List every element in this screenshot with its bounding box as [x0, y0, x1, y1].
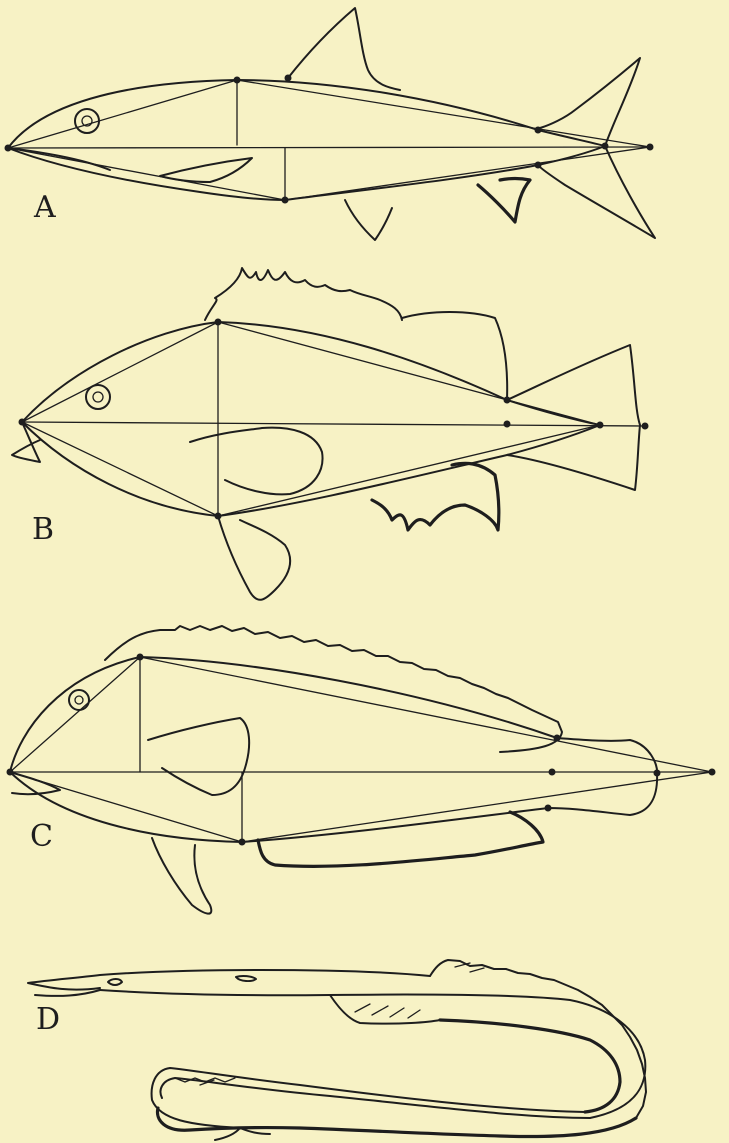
fish-d-dorsal-fin — [430, 960, 646, 1118]
fish-c — [7, 626, 716, 914]
fish-b-soft-dorsal-fin — [402, 312, 507, 400]
fish-b-pectoral-fin — [190, 428, 323, 495]
fish-b-pelvic-fin — [218, 516, 290, 600]
fish-a — [5, 8, 656, 240]
fish-a-pectoral-fin — [160, 158, 252, 182]
fish-d-lower-band — [152, 1068, 585, 1128]
fish-c-landmark — [137, 654, 144, 661]
fish-a-dorsal-fin — [288, 8, 400, 90]
fish-c-landmark — [239, 839, 246, 846]
fish-d-pectoral-fin — [330, 995, 440, 1024]
fish-a-landmark — [285, 75, 292, 82]
fish-d — [28, 960, 646, 1140]
fish-a-tail — [538, 58, 655, 238]
fish-a-landmark — [282, 197, 289, 204]
panel-label-a: A — [34, 193, 56, 223]
fish-b-pupil — [93, 392, 103, 402]
fish-a-eye — [75, 109, 99, 133]
fish-c-anal-fin — [258, 812, 543, 866]
fish-c-landmark — [545, 805, 552, 812]
fish-a-body-outline — [8, 80, 605, 200]
fish-a-landmark — [234, 77, 241, 84]
fish-a-landmark — [535, 162, 542, 169]
fish-c-pelvic-fin — [152, 838, 211, 914]
fish-b-eye — [86, 385, 110, 409]
fish-a-axis-line — [8, 147, 650, 148]
fish-c-eye — [69, 690, 89, 710]
fish-c-landmark — [709, 769, 716, 776]
fish-c-diag-lower-2 — [242, 772, 712, 842]
fish-c-landmark — [554, 735, 561, 742]
fish-c-landmark — [654, 770, 661, 777]
panel-label-d: D — [36, 1005, 60, 1035]
fish-b-anal-fin — [372, 463, 499, 530]
fish-b-spiny-dorsal-fin — [205, 268, 402, 320]
fish-a-diag-lower-2 — [285, 147, 650, 200]
panel-label-b: B — [32, 515, 54, 545]
fish-a-diag-upper-2 — [237, 80, 650, 147]
fish-b-landmark — [215, 319, 222, 326]
fish-d-gill-mark — [236, 976, 256, 981]
fish-c-landmark — [549, 769, 556, 776]
panel-label-c: C — [30, 822, 53, 852]
fish-c-pupil — [75, 696, 83, 704]
fish-b-landmark — [19, 419, 26, 426]
fish-b — [12, 268, 649, 600]
fish-d-snout — [28, 970, 430, 996]
fish-b-diag-lower-2 — [218, 425, 600, 516]
fish-b-landmark — [642, 423, 649, 430]
fish-a-landmark — [647, 144, 654, 151]
fish-b-landmark — [597, 422, 604, 429]
fish-a-anal-fin — [478, 179, 530, 223]
fish-a-landmark — [602, 143, 609, 150]
fish-c-landmark — [7, 769, 14, 776]
fish-d-anal-fin — [440, 1020, 620, 1112]
fish-c-diag-upper-2 — [140, 657, 712, 772]
fish-d-body-inner — [161, 1078, 590, 1118]
fish-b-axis-line — [22, 422, 645, 426]
fish-d-body-upper — [100, 990, 645, 1118]
fish-b-body-outline — [22, 322, 600, 516]
fish-a-landmark — [535, 127, 542, 134]
fish-c-diag-upper — [10, 657, 140, 772]
fish-b-diag-upper-2 — [218, 322, 600, 425]
fish-c-pectoral-fin — [148, 718, 249, 795]
fish-b-landmark — [504, 397, 511, 404]
fish-b-diag-upper — [22, 322, 218, 422]
fish-a-landmark — [5, 145, 12, 152]
fish-c-body-outline — [10, 657, 657, 842]
fish-b-landmark — [215, 513, 222, 520]
fish-d-eye — [108, 979, 122, 985]
fish-b-diag-lower — [22, 422, 218, 516]
fish-b-landmark — [504, 421, 511, 428]
fish-a-pelvic-fin — [345, 200, 392, 240]
